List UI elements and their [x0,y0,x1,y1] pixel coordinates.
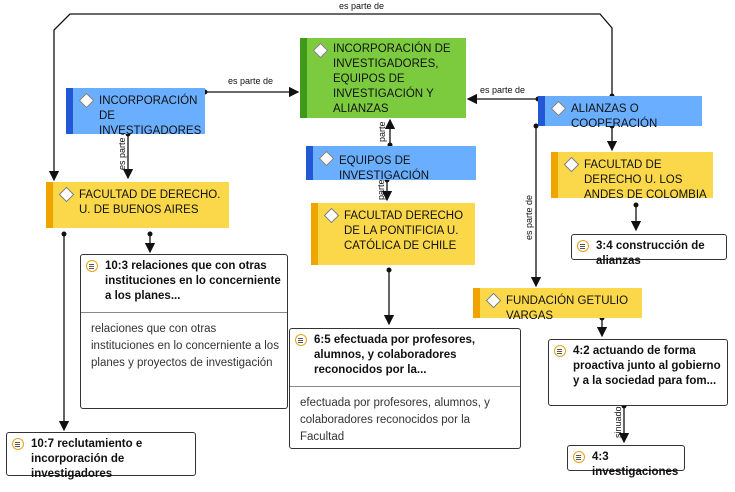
quote-icon [573,451,585,463]
quote-icon [86,260,98,272]
quote-icon [577,240,589,252]
quote-body: relaciones que con otras instituciones e… [81,312,287,372]
code-diamond-icon [312,42,329,59]
code-incorporacion-investigadores[interactable]: INCORPORACIÓN DE INVESTIGADORES [66,88,205,137]
code-diamond-icon [485,292,502,309]
link-label-q42-q43: sinuado [613,406,623,438]
quote-icon [295,334,307,346]
code-equipos-investigacion[interactable]: EQUIPOS DE INVESTIGACIÓN [306,146,476,182]
quote-6-5[interactable]: 6:5 efectuada por profesores, alumnos, y… [289,328,521,449]
quote-3-4[interactable]: 3:4 construcción de alianzas [571,234,727,267]
link-label-incorp-green: es parte de [228,76,274,86]
quote-title: 10:7 reclutamiento e incorporación de in… [31,438,143,480]
code-label: EQUIPOS DE INVESTIGACIÓN [339,155,430,182]
quote-title: 6:5 efectuada por profesores, alumnos, y… [314,334,476,376]
quote-4-2[interactable]: 4:2 actuando de forma proactiva junto al… [548,339,728,406]
code-label: FUNDACIÓN GETULIO VARGAS [506,295,629,322]
code-label: INCORPORACIÓN DE INVESTIGADORES [99,95,202,137]
quote-10-3[interactable]: 10:3 relaciones que con otras institucio… [80,254,288,409]
code-diamond-icon [563,156,580,173]
quote-title: 4:2 actuando de forma proactiva junto al… [573,345,721,387]
code-alianzas[interactable]: ALIANZAS O COOPERACIÓN [538,96,702,130]
code-incorporacion-equipos-alianzas[interactable]: INCORPORACIÓN DE INVESTIGADORES, EQUIPOS… [300,38,466,118]
link-label-equipos-green: parte [377,121,387,142]
code-label: FACULTAD DERECHO DE LA PONTIFICIA U. CAT… [344,210,464,252]
code-facultad-catolica-chile[interactable]: FACULTAD DERECHO DE LA PONTIFICIA U. CAT… [311,203,475,265]
link-alianzas-buenos-aires [48,13,613,182]
code-fundacion-getulio[interactable]: FUNDACIÓN GETULIO VARGAS [473,288,642,322]
link-label-alianzas-green: es parte de [480,85,526,95]
link-label-alianzas-fundacion: es parte de [524,194,534,240]
quote-icon [554,345,566,357]
link-label-top: es parte de [339,1,385,11]
quote-body: efectuada por profesores, alumnos, y col… [290,386,520,446]
code-facultad-andes[interactable]: FACULTAD DE DERECHO U. LOS ANDES DE COLO… [551,152,713,201]
code-diamond-icon [550,100,567,117]
code-diamond-icon [318,150,335,167]
code-label: INCORPORACIÓN DE INVESTIGADORES, EQUIPOS… [333,43,451,115]
quote-4-3[interactable]: 4:3 investigaciones [567,445,685,478]
quote-title: 3:4 construcción de alianzas [596,240,705,267]
code-diamond-icon [323,207,340,224]
code-label: FACULTAD DE DERECHO U. LOS ANDES DE COLO… [584,159,707,201]
quote-icon [12,438,24,450]
code-diamond-icon [58,186,75,203]
quote-title: 10:3 relaciones que con otras institucio… [105,260,281,302]
code-label: FACULTAD DE DERECHO. U. DE BUENOS AIRES [79,189,221,216]
code-label: ALIANZAS O COOPERACIÓN [571,103,658,130]
quote-10-7[interactable]: 10:7 reclutamiento e incorporación de in… [6,432,196,480]
code-facultad-buenos-aires[interactable]: FACULTAD DE DERECHO. U. DE BUENOS AIRES [46,182,229,228]
code-diamond-icon [78,92,95,109]
quote-title: 4:3 investigaciones [592,451,679,478]
